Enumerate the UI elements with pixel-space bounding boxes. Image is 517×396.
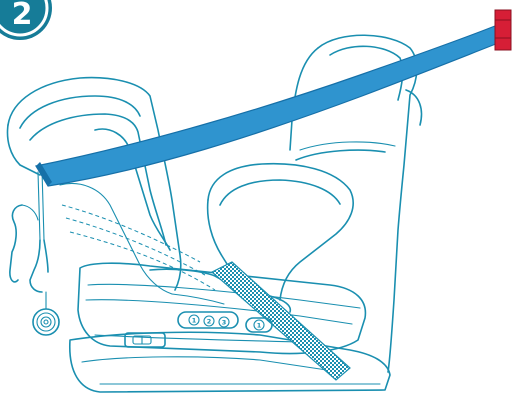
indicator-button-3-label: 3 xyxy=(222,319,227,327)
vehicle-seat-belt xyxy=(36,24,506,186)
indicator-button-1-label: 1 xyxy=(192,317,197,325)
belt-webbing xyxy=(36,24,506,186)
single-button-label: 1 xyxy=(257,322,262,330)
indicator-button-group: 1 2 3 1 xyxy=(178,312,272,332)
belt-anchor xyxy=(495,10,511,50)
indicator-button-2-label: 2 xyxy=(207,318,212,326)
release-handle xyxy=(125,333,165,347)
step-badge: 2 xyxy=(0,0,52,40)
top-tether-hook xyxy=(10,170,59,335)
step-number: 2 xyxy=(12,0,33,32)
